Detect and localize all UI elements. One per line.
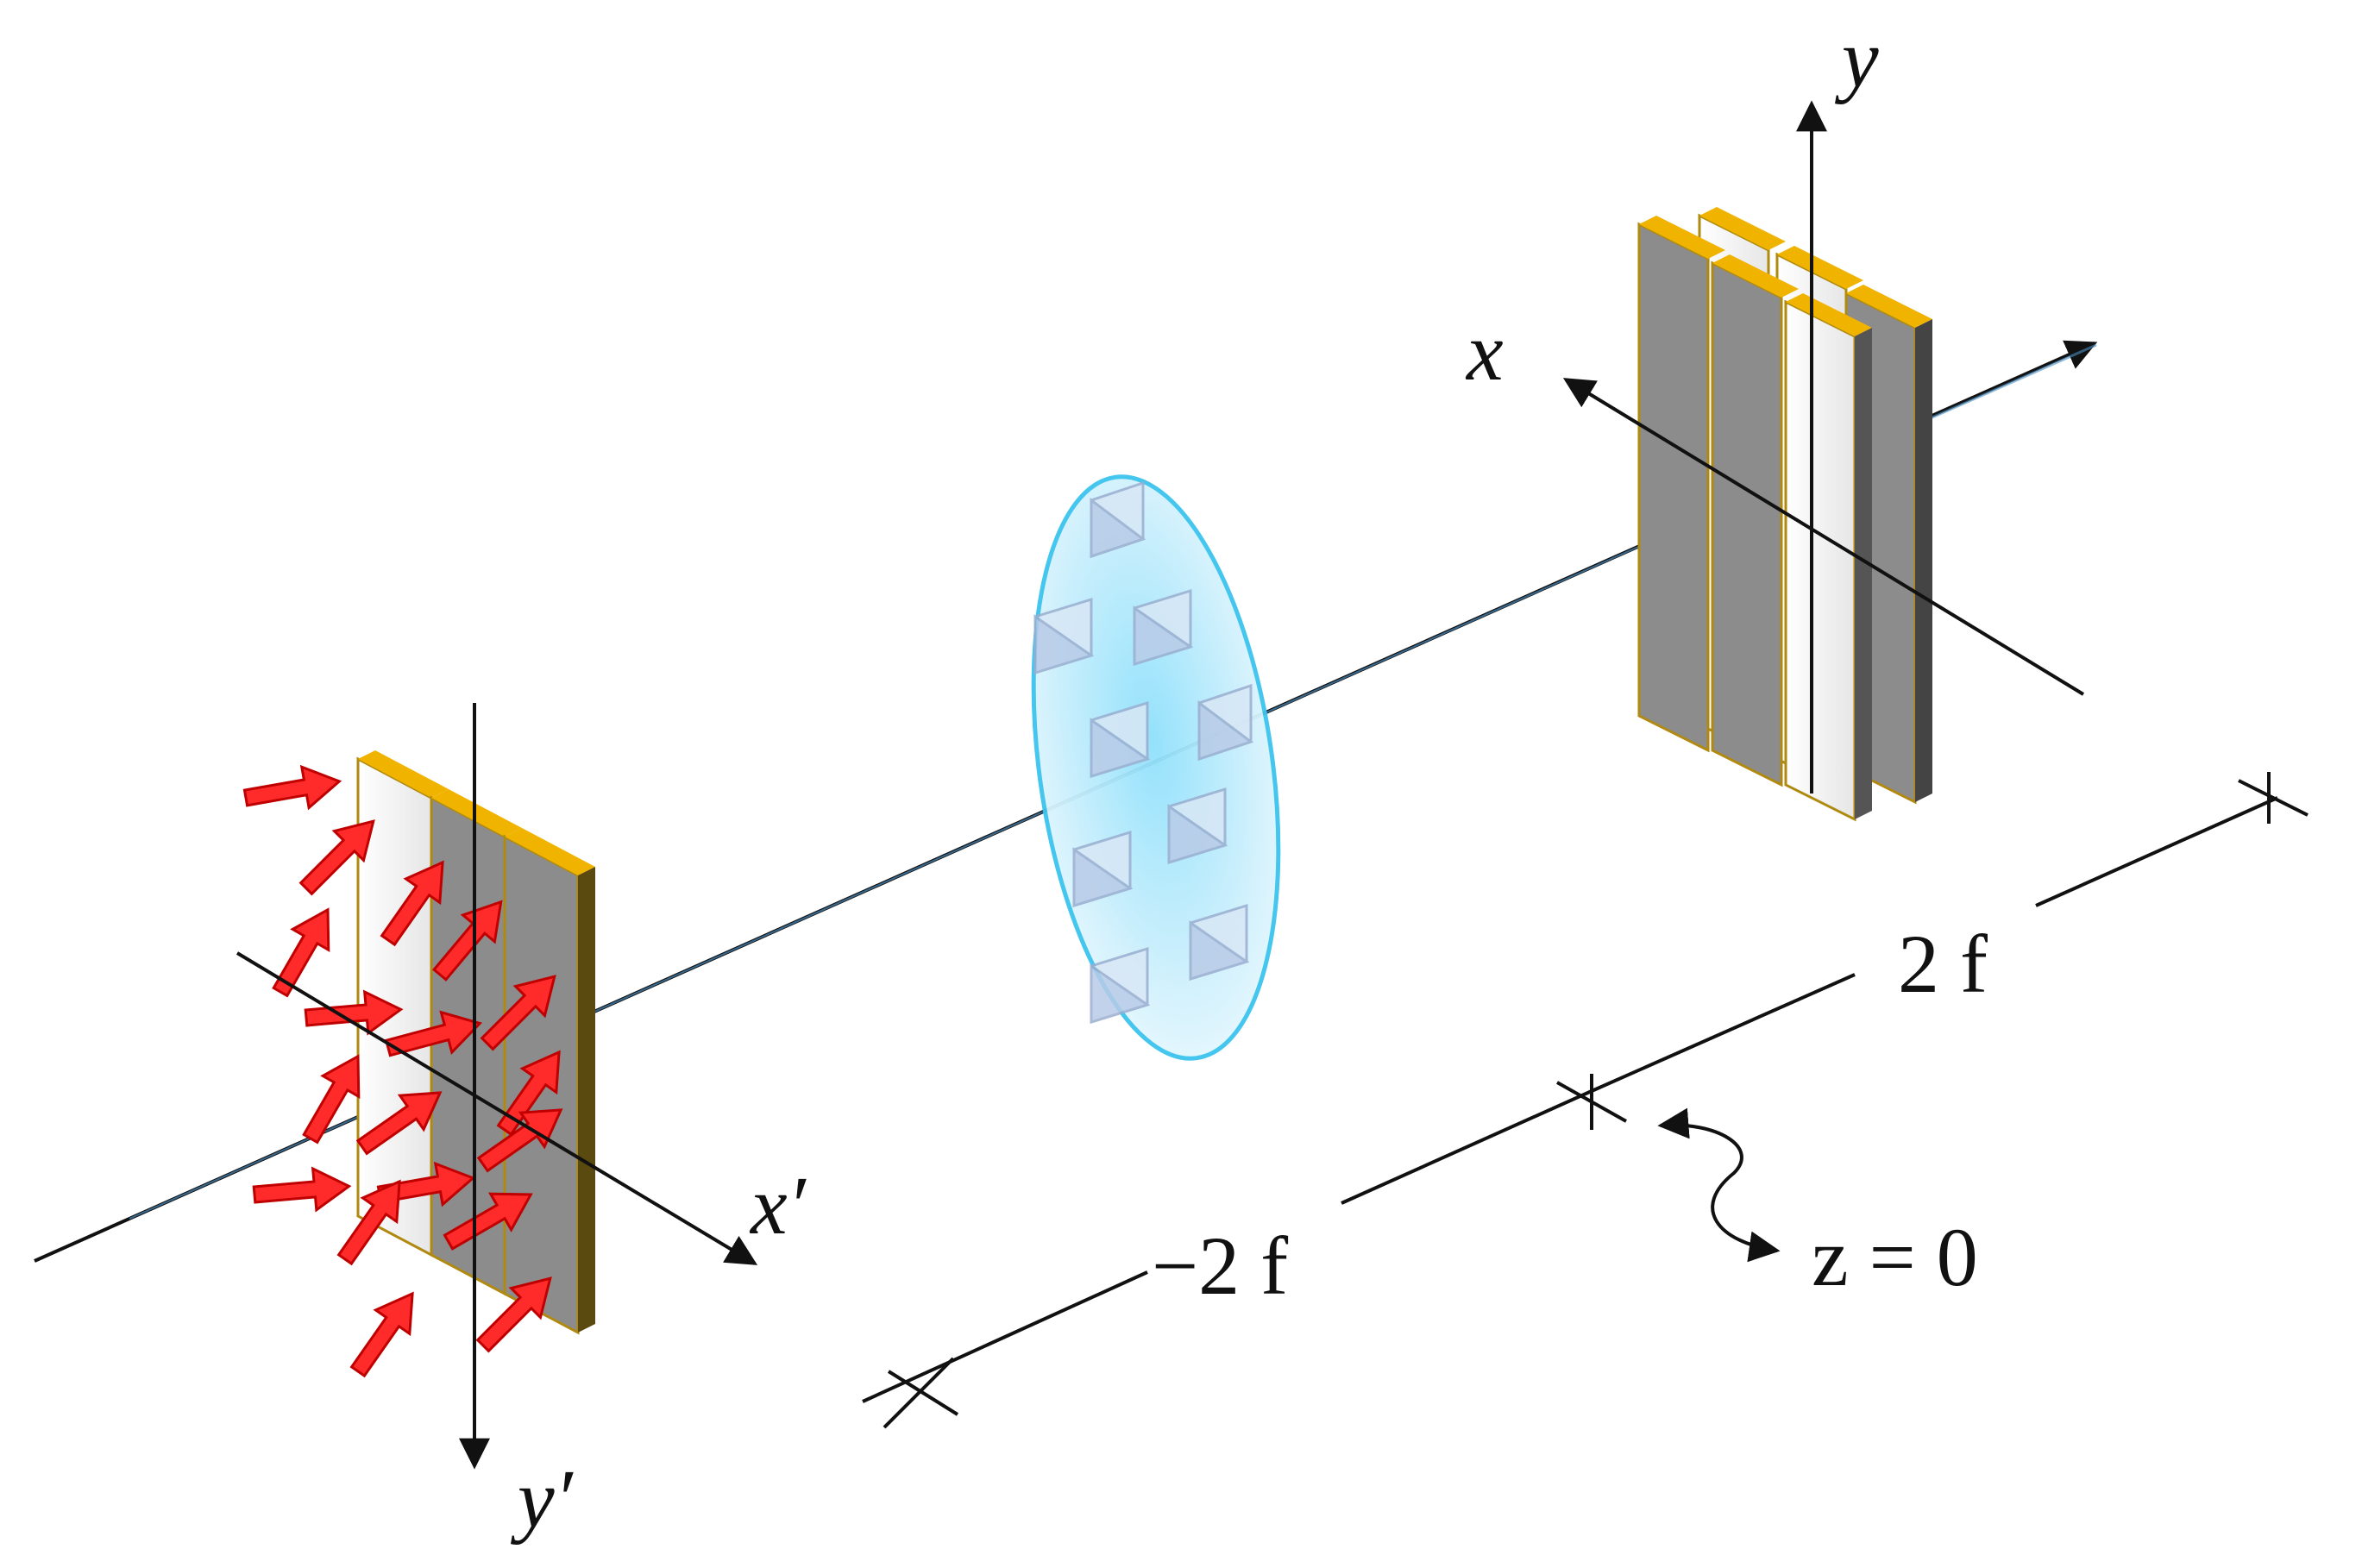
prism-2 <box>1033 597 1095 675</box>
output-slit-plane <box>1637 207 1932 822</box>
prism-8 <box>1189 903 1250 982</box>
y-prime-axis-label: y′ <box>510 1452 575 1545</box>
lens-prism-array <box>1033 480 1254 1025</box>
z-zero-label: z = 0 <box>1812 1211 1978 1303</box>
plus-2f-label: 2 f <box>1898 918 1988 1010</box>
scale-segment-3 <box>1591 973 1856 1093</box>
scale-segment-2 <box>1341 1089 1592 1205</box>
prism-9 <box>1090 946 1151 1025</box>
arrow-2 <box>298 819 375 896</box>
arrow-15 <box>336 1179 401 1266</box>
distance-scale <box>862 772 2309 1429</box>
prism-7 <box>1072 830 1134 908</box>
prism-4 <box>1090 700 1151 779</box>
arrow-5 <box>431 900 503 982</box>
arrow-1 <box>242 764 342 811</box>
z-zero-pointer <box>1657 1107 1781 1263</box>
output-axes <box>1562 100 2085 793</box>
scale-segment-4 <box>2035 796 2278 907</box>
arrow-6 <box>304 989 404 1036</box>
arrow-12 <box>252 1166 352 1213</box>
polarization-arrows <box>242 764 563 1378</box>
prism-5 <box>1197 683 1254 762</box>
tick-zero <box>1556 1074 1627 1130</box>
arrow-9 <box>496 1050 561 1137</box>
output-rod-front-1 <box>1637 216 1725 753</box>
output-rod-front-3 <box>1784 293 1872 822</box>
y-axis-label: y <box>1834 12 1879 104</box>
tick-plus-2f <box>2238 772 2309 824</box>
metasurface-lens <box>1031 474 1281 1061</box>
tick-minus-2f <box>883 1357 959 1429</box>
arrow-8 <box>480 975 556 1051</box>
x-axis-label: x <box>1465 305 1504 398</box>
prism-3 <box>1133 588 1194 667</box>
arrow-3 <box>380 860 444 947</box>
minus-2f-label: −2 f <box>1152 1220 1288 1312</box>
arrow-11 <box>355 1091 443 1156</box>
arrow-16 <box>443 1192 533 1251</box>
arrow-10 <box>302 1054 361 1145</box>
arrow-4 <box>272 907 330 998</box>
arrow-17 <box>349 1291 414 1378</box>
arrow-14 <box>476 1108 563 1173</box>
prism-1 <box>1090 480 1146 559</box>
x-prime-axis-label: x′ <box>749 1159 807 1251</box>
arrow-7 <box>384 1010 483 1057</box>
arrow-18 <box>475 1276 552 1353</box>
output-rod-front-2 <box>1711 254 1799 787</box>
prism-6 <box>1167 787 1228 865</box>
input-axes <box>236 703 758 1470</box>
scale-segment-1 <box>862 1270 1148 1403</box>
